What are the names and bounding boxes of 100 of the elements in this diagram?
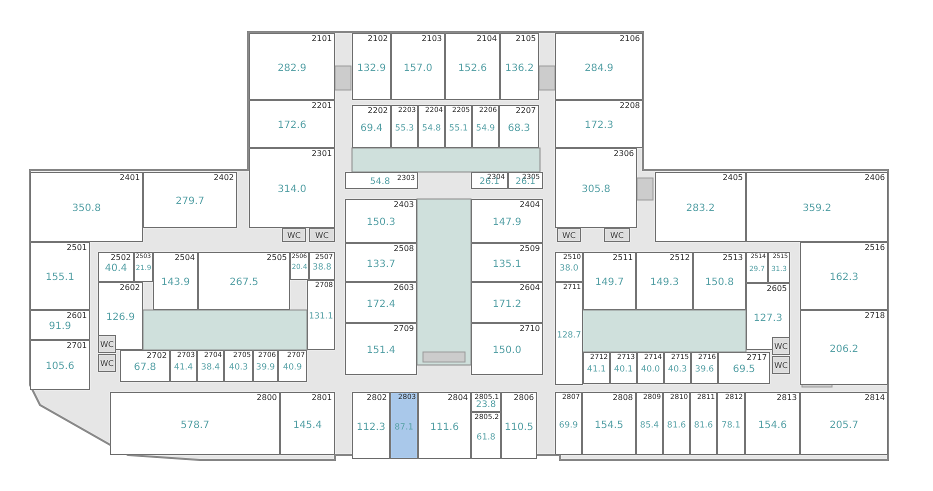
room (718, 352, 770, 384)
room-area: 155.1 (31, 273, 89, 283)
restroom: WC (282, 228, 306, 242)
room-number: 2301 (312, 150, 332, 158)
room-number: 2405 (722, 174, 743, 182)
room (309, 252, 335, 280)
room (471, 243, 543, 282)
room-area: 157.0 (392, 64, 444, 74)
room-area: 162.3 (801, 273, 887, 283)
room-area: 131.1 (308, 312, 334, 321)
room-area: 150.3 (346, 218, 416, 228)
room (471, 412, 501, 459)
room-number: 2502 (110, 254, 131, 262)
room (249, 33, 335, 100)
room (249, 148, 335, 228)
room-area: 105.6 (31, 362, 89, 372)
room-number: 2802 (366, 394, 387, 402)
room-area: 55.1 (446, 124, 471, 132)
room-area: 40.0 (638, 365, 663, 374)
room-area: 91.9 (31, 322, 89, 332)
room (555, 148, 637, 228)
room-area: 81.6 (664, 420, 689, 430)
room-area: 23.8 (472, 401, 500, 410)
room (690, 392, 717, 455)
room-number: 2102 (368, 35, 388, 43)
room (445, 33, 500, 100)
room-area: 149.3 (637, 278, 692, 288)
room (636, 252, 693, 310)
room-area: 133.7 (346, 260, 416, 270)
room-number: 2601 (66, 312, 87, 320)
room-number: 2505 (266, 254, 287, 262)
room (745, 392, 800, 455)
room-number: 2511 (612, 254, 633, 262)
room (610, 352, 637, 384)
room (555, 33, 643, 100)
room-area: 350.8 (31, 204, 142, 214)
room (170, 350, 197, 382)
room-area: 40.3 (665, 365, 690, 374)
room-area: 69.4 (353, 124, 390, 134)
room-area: 145.4 (281, 420, 334, 430)
room-number: 2718 (864, 312, 885, 320)
room-area: 172.6 (250, 121, 334, 131)
room (655, 172, 746, 242)
room-number: 2201 (312, 102, 332, 110)
room (134, 252, 153, 282)
room-area: 40.3 (225, 363, 252, 372)
room-number: 2701 (66, 342, 87, 350)
room-area: 69.5 (719, 365, 769, 375)
room-area: 284.9 (556, 64, 642, 74)
room (471, 199, 543, 243)
room (143, 172, 237, 228)
room-area: 152.6 (446, 64, 499, 74)
room (290, 252, 309, 280)
room-number: 2806 (514, 394, 534, 402)
room (717, 392, 745, 455)
room-area: 143.9 (154, 278, 197, 288)
room (471, 323, 543, 375)
room-area: 81.6 (691, 420, 716, 430)
room-number: 2808 (612, 394, 633, 402)
room-number: 2501 (66, 244, 87, 252)
room-area: 132.9 (353, 64, 390, 74)
room-area: 41.4 (171, 363, 196, 372)
restroom: WC (98, 335, 116, 353)
room (555, 100, 643, 148)
room-area: 578.7 (111, 420, 279, 430)
room-area: 150.8 (694, 278, 745, 288)
room-number: 2207 (516, 107, 536, 115)
room-number: 2208 (620, 102, 640, 110)
room-area: 126.9 (99, 313, 142, 323)
room-number: 2104 (476, 35, 497, 43)
room-number: 2202 (368, 107, 388, 115)
room-number: 2504 (174, 254, 195, 262)
room (345, 282, 417, 323)
room (30, 172, 143, 242)
room-area: 136.2 (501, 64, 538, 74)
room-number: 2509 (520, 245, 540, 253)
room (98, 282, 143, 350)
room (345, 323, 417, 375)
room (500, 33, 539, 100)
room (352, 105, 391, 148)
room-number: 2604 (520, 284, 540, 292)
room-area: 279.7 (144, 197, 236, 207)
room-area: 55.3 (392, 124, 417, 132)
room (693, 252, 746, 310)
room-area: 40.9 (279, 363, 306, 372)
room-area: 205.7 (801, 420, 887, 430)
room-area: 87.1 (391, 422, 417, 432)
room-area: 68.3 (500, 124, 538, 134)
room-area: 54.8 (419, 124, 444, 132)
room (253, 350, 278, 382)
room-number: 2306 (614, 150, 634, 158)
room (800, 242, 888, 310)
room-number: 2101 (312, 35, 332, 43)
room-area: 26.1 (472, 178, 507, 187)
room-area: 172.3 (556, 121, 642, 131)
room-area: 61.8 (472, 432, 500, 442)
room (278, 350, 307, 382)
room-number: 2602 (120, 284, 140, 292)
room-number: 2710 (520, 325, 540, 333)
restroom: WC (98, 354, 116, 372)
